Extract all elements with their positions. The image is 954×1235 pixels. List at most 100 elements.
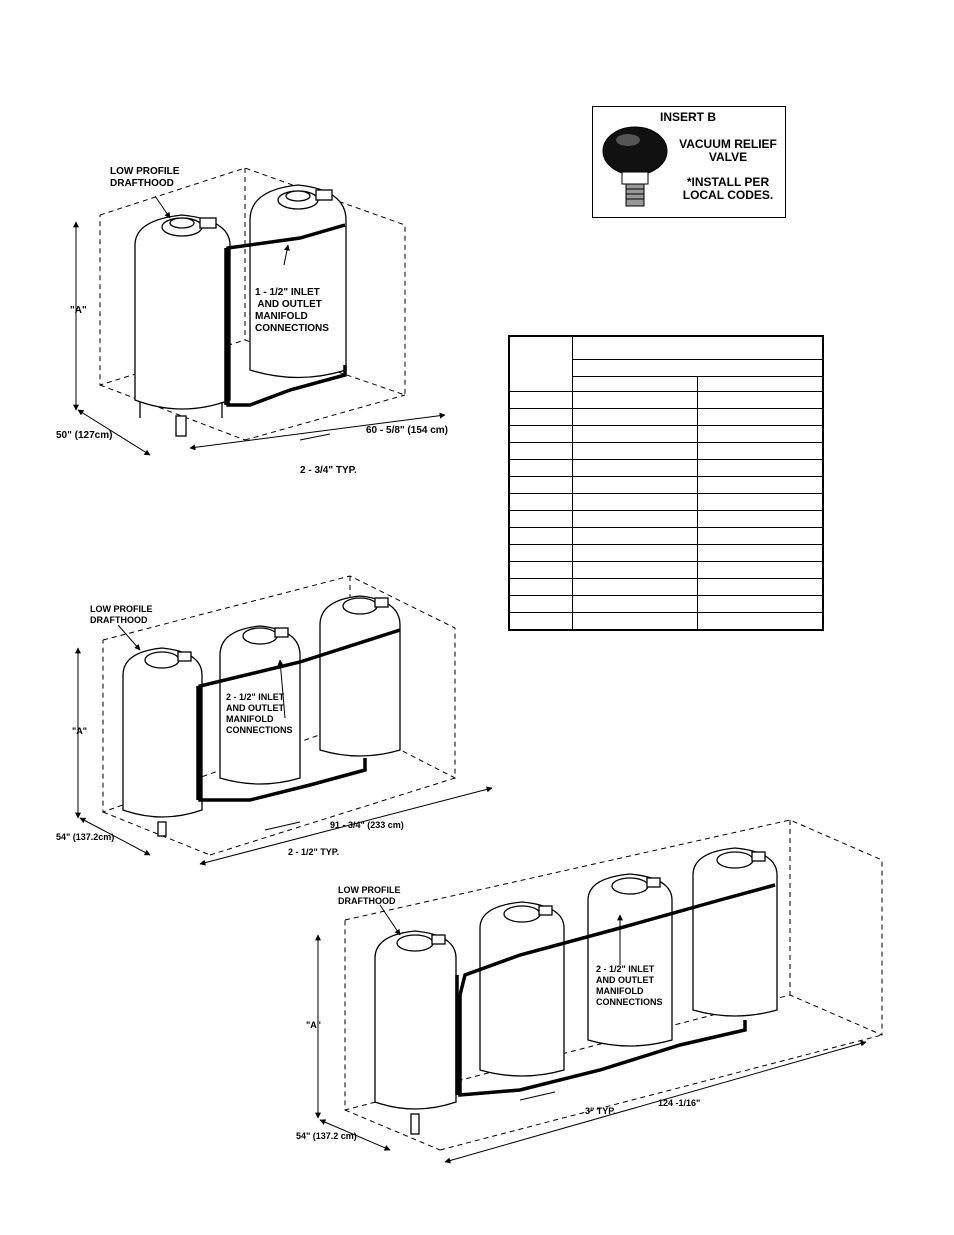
table-cell <box>697 612 824 631</box>
table-cell <box>508 578 573 596</box>
table-cell <box>572 561 698 579</box>
insert-b-box <box>592 106 786 218</box>
table-cell <box>697 459 824 477</box>
table-row <box>508 459 824 477</box>
table-cell <box>508 612 573 631</box>
table-row <box>508 612 824 631</box>
table-cell <box>697 408 824 426</box>
table-cell <box>508 595 573 613</box>
table-row <box>508 527 824 545</box>
table-row <box>508 391 824 409</box>
figure-four-heaters <box>315 819 883 1164</box>
table-header-row <box>509 376 824 392</box>
table-row <box>508 578 824 596</box>
fig2-width-label: 91 - 3/4" (233 cm) <box>330 820 404 830</box>
fig1-manifold-label: 1 - 1/2" INLET AND OUTLET MANIFOLD CONNE… <box>255 287 329 334</box>
dimension-table <box>508 335 824 631</box>
table-cell <box>508 493 573 511</box>
fig3-depth-label: 54" (137.2 cm) <box>296 1131 357 1141</box>
table-cell <box>572 442 698 460</box>
heater-rear <box>319 595 401 757</box>
table-cell <box>697 391 824 409</box>
table-row <box>508 425 824 443</box>
table-cell <box>572 612 698 631</box>
table-cell <box>572 510 698 528</box>
fig3-manifold-label: 2 - 1/2" INLET AND OUTLET MANIFOLD CONNE… <box>596 964 663 1007</box>
vacuum-relief-valve-icon <box>602 126 668 207</box>
table-row <box>508 408 824 426</box>
heater-4 <box>692 847 778 1017</box>
table-row <box>508 544 824 562</box>
fig2-height-label: "A" <box>72 726 88 736</box>
fig2-spacing-label: 2 - 1/2" TYP. <box>288 847 340 857</box>
table-cell <box>572 527 698 545</box>
heater-3 <box>587 873 673 1047</box>
table-cell <box>508 442 573 460</box>
table-cell <box>508 544 573 562</box>
table-row <box>508 510 824 528</box>
table-cell <box>508 476 573 494</box>
heater-front <box>134 214 231 437</box>
table-header-row <box>508 335 824 392</box>
fig2-depth-label: 54" (137.2cm) <box>56 832 115 842</box>
table-row <box>508 595 824 613</box>
table-cell <box>572 391 698 409</box>
manifold-piping <box>224 223 347 407</box>
table-row <box>508 561 824 579</box>
fig1-spacing-label: 2 - 3/4" TYP. <box>300 465 357 476</box>
heater-2 <box>479 901 565 1077</box>
table-cell <box>572 578 698 596</box>
table-cell <box>572 493 698 511</box>
figure-three-heaters <box>75 575 493 866</box>
insert-title: INSERT B <box>660 110 717 124</box>
table-cell <box>508 527 573 545</box>
figure-two-heaters <box>73 167 446 456</box>
table-row <box>508 493 824 511</box>
table-cell <box>697 425 824 443</box>
table-header-cell <box>572 376 698 392</box>
fig1-height-label: "A" <box>70 305 87 316</box>
fig2-manifold-label: 2 - 1/2" INLET AND OUTLET MANIFOLD CONNE… <box>226 692 293 735</box>
table-cell <box>697 527 824 545</box>
heater-front <box>122 647 203 837</box>
table-cell <box>508 510 573 528</box>
table-cell <box>508 459 573 477</box>
table-cell <box>508 425 573 443</box>
table-cell <box>508 561 573 579</box>
table-header-cell <box>572 335 824 360</box>
table-cell <box>572 544 698 562</box>
dimension-lines <box>315 904 867 1164</box>
table-cell <box>508 408 573 426</box>
table-cell <box>697 442 824 460</box>
table-cell <box>697 510 824 528</box>
table-header-cell <box>572 359 824 377</box>
table-cell <box>697 561 824 579</box>
table-header-cell <box>508 335 573 392</box>
table-row <box>508 476 824 494</box>
insert-note: *INSTALL PER LOCAL CODES. <box>682 175 774 202</box>
table-cell <box>572 476 698 494</box>
table-cell <box>697 544 824 562</box>
table-cell <box>697 578 824 596</box>
fig3-spacing-label: 3" TYP. <box>585 1106 616 1116</box>
table-cell <box>572 595 698 613</box>
fig3-drafthood-label: LOW PROFILE DRAFTHOOD <box>338 885 401 906</box>
fig1-width-label: 60 - 5/8" (154 cm) <box>366 425 449 436</box>
dimension-lines <box>73 195 446 456</box>
table-cell <box>697 493 824 511</box>
table-row <box>508 442 824 460</box>
table-cell <box>572 408 698 426</box>
table-header-cell <box>697 376 824 392</box>
table-cell <box>697 476 824 494</box>
table-cell <box>572 459 698 477</box>
table-cell <box>572 425 698 443</box>
insert-valve-label: VACUUM RELIEF VALVE <box>679 137 777 164</box>
dimension-lines <box>75 624 493 866</box>
fig2-drafthood-label: LOW PROFILE DRAFTHOOD <box>90 604 153 625</box>
fig1-depth-label: 50" (127cm) <box>56 430 113 441</box>
heater-rear <box>249 184 347 379</box>
table-cell <box>508 391 573 409</box>
table-cell <box>697 595 824 613</box>
fig3-height-label: "A" <box>306 1020 322 1030</box>
